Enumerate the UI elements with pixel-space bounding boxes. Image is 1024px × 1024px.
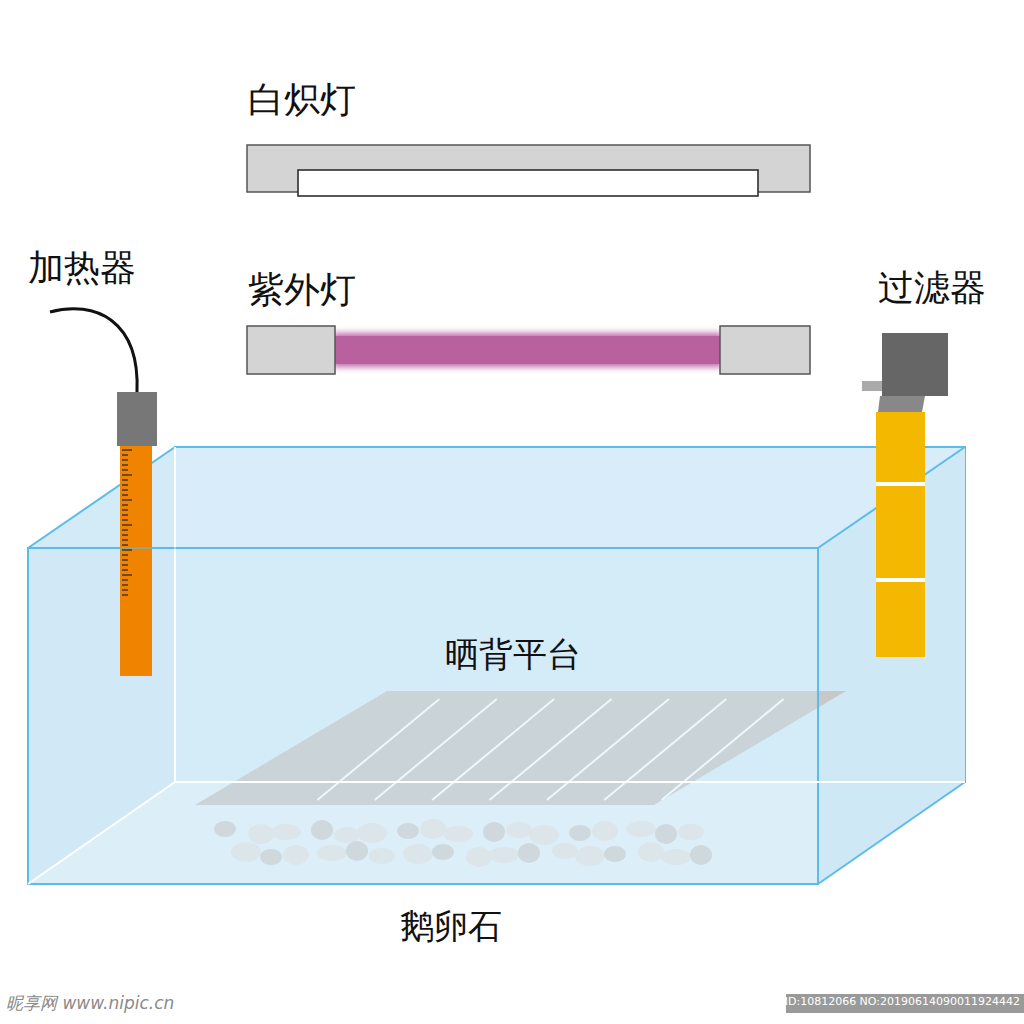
heater-tick (122, 449, 132, 450)
heater-tick (122, 519, 128, 520)
uv-lamp-label: 紫外灯 (248, 270, 356, 310)
heater-tick (122, 479, 128, 480)
filter-label: 过滤器 (878, 268, 986, 308)
pebble-label: 鹅卵石 (400, 908, 502, 945)
heater-tick (122, 579, 128, 580)
watermark: 昵享网 www.nipic.cn (6, 994, 174, 1013)
heater-tick (122, 559, 128, 560)
heater-tick (122, 554, 128, 555)
heater-tick (122, 534, 128, 535)
heater-tick (122, 544, 128, 545)
heater-tick (122, 489, 128, 490)
heater-tick (122, 484, 128, 485)
heater-tick (122, 504, 128, 505)
heater-tick (122, 494, 128, 495)
heater (28, 309, 818, 676)
heater-tick (122, 524, 132, 525)
heater-tick (122, 469, 128, 470)
heater-tick (122, 529, 128, 530)
filter (862, 333, 948, 657)
heater-tick (122, 584, 128, 585)
uv-lamp (247, 326, 810, 374)
heater-tick (122, 564, 128, 565)
heater-tick (122, 589, 128, 590)
heater-tick (122, 459, 128, 460)
heater-tick (122, 549, 132, 550)
id-watermark: ID:10812066 NO:20190614090011924442 (785, 996, 1020, 1008)
heater-tick (122, 594, 128, 595)
heater-tick (122, 499, 132, 500)
heater-tick (122, 464, 128, 465)
heater-tick (122, 509, 128, 510)
tank (28, 447, 965, 884)
heater-tick (122, 539, 128, 540)
heater-tick (122, 574, 132, 575)
heater-tick (122, 569, 128, 570)
heater-tick (122, 454, 128, 455)
lamp-label: 白炽灯 (248, 80, 356, 120)
heater-tick (122, 474, 132, 475)
incandescent-lamp (247, 145, 810, 196)
heater-label: 加热器 (28, 248, 136, 288)
platform-label: 晒背平台 (445, 636, 581, 673)
heater-tick (122, 514, 128, 515)
tank-front (28, 447, 965, 884)
